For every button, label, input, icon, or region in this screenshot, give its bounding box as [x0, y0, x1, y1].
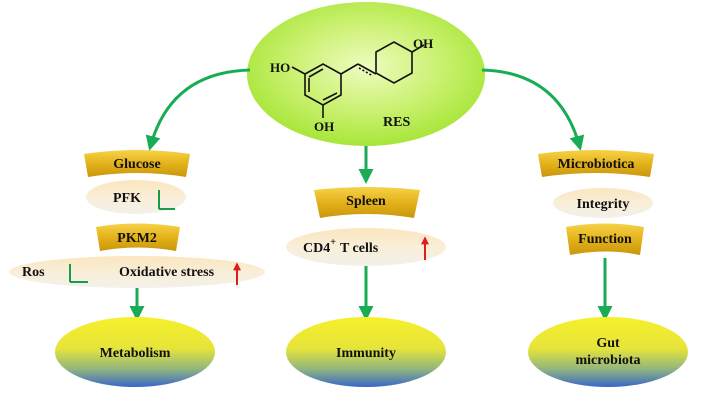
compound-label: RES — [383, 115, 410, 130]
oh-bottom-label: OH — [314, 119, 334, 134]
oh-left-label: HO — [270, 60, 290, 75]
pkm2-label: PKM2 — [117, 231, 157, 246]
immunity-label: Immunity — [336, 346, 396, 361]
arrow-to-right-branch — [481, 68, 585, 151]
cd4-base: CD4 — [303, 241, 330, 256]
resveratrol-structure-icon — [291, 41, 425, 118]
integrity-node: Integrity — [553, 188, 653, 218]
glucose-label: Glucose — [113, 157, 160, 172]
function-label: Function — [578, 232, 632, 247]
cd4-superscript: + — [330, 237, 336, 248]
spleen-banner: Spleen — [314, 187, 420, 218]
microbiotica-label: Microbiotica — [558, 157, 635, 172]
resveratrol-node: HO OH OH RES — [247, 2, 485, 146]
microbiota-label: microbiota — [575, 353, 640, 368]
glucose-banner: Glucose — [84, 150, 190, 177]
cd4-cells-node: CD4+ T cells — [286, 228, 446, 266]
immunity-outcome: Immunity — [286, 317, 446, 387]
gut-label: Gut — [596, 336, 620, 351]
cd4-rest: T cells — [340, 241, 379, 256]
pkm2-banner: PKM2 — [96, 223, 180, 251]
pfk-label: PFK — [113, 191, 141, 206]
ros-inhibition-icon — [69, 264, 88, 283]
oxidative-stress-label: Oxidative stress — [119, 265, 215, 280]
function-banner: Function — [566, 223, 644, 255]
ros-stress-node: Ros Oxidative stress — [9, 256, 265, 288]
oh-right-label: OH — [413, 36, 433, 51]
metabolism-label: Metabolism — [100, 346, 171, 361]
ros-label: Ros — [22, 265, 45, 280]
spleen-label: Spleen — [346, 194, 386, 209]
arrow-to-left-branch — [145, 68, 251, 151]
microbiotica-banner: Microbiotica — [538, 150, 654, 177]
gut-microbiota-outcome: Gut microbiota — [528, 317, 688, 387]
metabolism-outcome: Metabolism — [55, 317, 215, 387]
pfk-node: PFK — [86, 180, 186, 214]
cd4-cells-label: CD4+ T cells — [303, 237, 379, 256]
pfk-inhibition-icon — [158, 190, 175, 210]
integrity-label: Integrity — [577, 197, 630, 212]
